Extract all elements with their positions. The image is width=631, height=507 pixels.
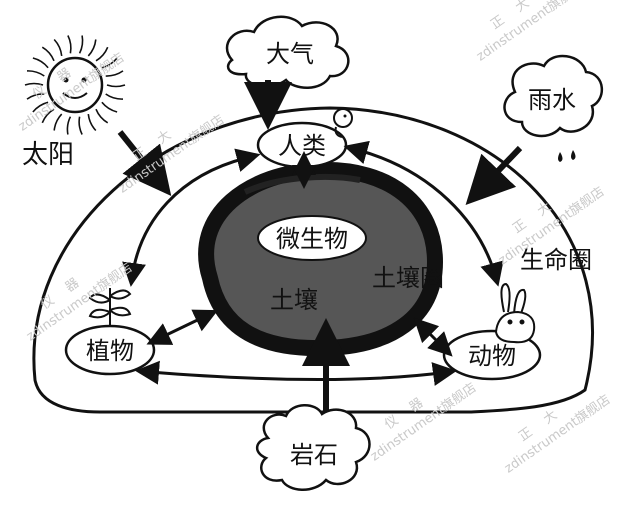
atmosphere-cloud <box>225 15 350 89</box>
plants-soil-arrow <box>146 309 219 345</box>
sun-ray <box>106 84 126 88</box>
sun-icon <box>24 35 126 135</box>
sun-ray <box>24 82 44 86</box>
sun-ray <box>87 114 97 132</box>
rain-cloud <box>503 54 603 162</box>
microbes-label: 微生物 <box>276 225 348 253</box>
humans-label: 人类 <box>278 132 326 160</box>
sun-ray <box>95 108 109 124</box>
atmosphere-label: 大气 <box>266 40 314 68</box>
sun-label: 太阳 <box>22 140 74 170</box>
sun-ray <box>41 46 55 62</box>
rabbit-icon <box>494 282 536 344</box>
soil-label: 土壤 <box>270 286 318 314</box>
human-figure-icon <box>333 108 353 138</box>
sun-ray <box>26 93 45 100</box>
sun-ray <box>32 57 49 69</box>
plants-animals-arrow <box>135 360 457 386</box>
sun-ray <box>26 70 45 77</box>
sun-ray <box>32 101 49 113</box>
sun-ray <box>101 57 118 69</box>
humans-plants-arrow <box>122 148 261 287</box>
sun-ray <box>105 70 124 77</box>
sun-ray <box>41 108 55 124</box>
sun-ray <box>95 46 109 62</box>
sun-ray <box>101 101 118 113</box>
sun-ray <box>67 35 72 54</box>
humans-animals-arrow <box>343 140 504 287</box>
sun-ray <box>78 116 83 135</box>
rain-label: 雨水 <box>528 86 576 114</box>
pedosphere-label: 土壤圈 <box>372 264 444 292</box>
sun-ray <box>78 35 84 54</box>
plant-icon <box>88 288 132 326</box>
rock-cloud <box>256 404 371 491</box>
rock-label: 岩石 <box>290 441 338 469</box>
sun-ray <box>66 116 72 135</box>
biosphere-label: 生命圈 <box>520 246 592 274</box>
plants-label: 植物 <box>86 337 134 365</box>
sun-ray <box>105 93 124 100</box>
sun-ray <box>87 39 97 57</box>
animals-label: 动物 <box>468 342 516 370</box>
sun-ray <box>53 38 63 56</box>
sun-ray <box>53 113 63 131</box>
animals-soil-arrow <box>413 317 453 357</box>
